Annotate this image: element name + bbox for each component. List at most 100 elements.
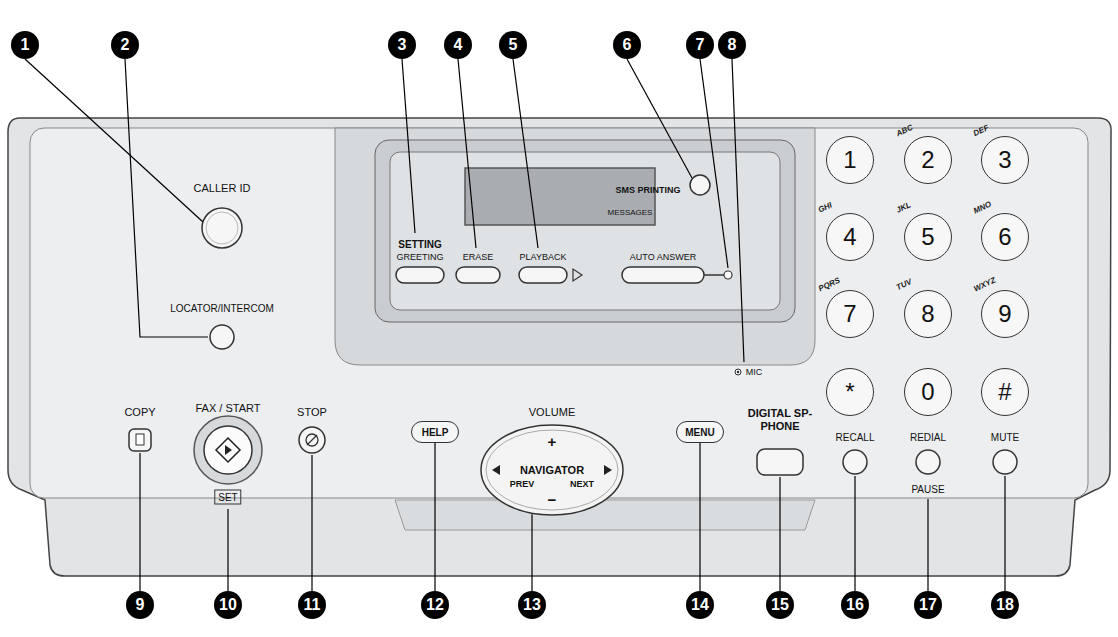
callout-number: 13 [523, 596, 541, 614]
callout-number: 7 [686, 31, 714, 59]
callout-number: 9 [126, 591, 154, 619]
callout-number: 8 [728, 36, 737, 54]
keypad-key: 9WXYZ [981, 290, 1029, 338]
button-label: MENU [685, 427, 714, 438]
key-digit: 3 [998, 148, 1011, 172]
callout-number: 6 [613, 31, 641, 59]
callout-number: 4 [444, 31, 472, 59]
key-digit: * [845, 380, 854, 404]
key-digit: 2 [921, 148, 934, 172]
callout-number: 5 [509, 36, 518, 54]
part-label: GREETING [396, 252, 443, 262]
callout-number: 17 [919, 596, 937, 614]
callout-number: 18 [996, 596, 1014, 614]
callout-number: 17 [914, 591, 942, 619]
key-digit: 8 [921, 302, 934, 326]
callout-number: 16 [846, 596, 864, 614]
callout-number: 7 [696, 36, 705, 54]
keypad-key: # [981, 368, 1029, 416]
keypad-key: 0 [904, 368, 952, 416]
callout-number: 2 [111, 31, 139, 59]
part-label: STOP [297, 406, 327, 418]
part-label: REDIAL [910, 432, 946, 443]
part-label: DIGITAL SP-PHONE [738, 407, 822, 432]
part-label: RECALL [836, 432, 875, 443]
callout-number: 10 [214, 591, 242, 619]
key-letters: PQRS [817, 276, 841, 294]
callout-number: 12 [426, 596, 444, 614]
key-letters: ABC [895, 123, 915, 138]
callout-number: 6 [623, 36, 632, 54]
callout-number: 15 [766, 591, 794, 619]
callout-number: 9 [136, 596, 145, 614]
part-label: VOLUME [529, 406, 575, 418]
callout-number: 14 [691, 596, 709, 614]
navigator-button: + NAVIGATOR PREV NEXT − [480, 424, 624, 516]
key-letters: DEF [972, 123, 990, 138]
callout-number: 2 [121, 36, 130, 54]
key-letters: TUV [895, 277, 913, 292]
leader-line [531, 514, 532, 591]
leader-line [699, 443, 700, 591]
part-label: MUTE [991, 432, 1019, 443]
part-label: PAUSE [911, 484, 944, 495]
callout-number: 16 [841, 591, 869, 619]
key-digit: # [998, 380, 1011, 404]
keypad-key: 4GHI [826, 213, 874, 261]
callout-number: 8 [718, 31, 746, 59]
part-label: SMS PRINTING [615, 185, 680, 195]
callout-number: 3 [388, 31, 416, 59]
callout-number: 15 [771, 596, 789, 614]
callout-number: 11 [298, 591, 326, 619]
pill-button: HELP [411, 421, 459, 443]
key-letters: JKL [895, 200, 913, 215]
callout-number: 1 [11, 31, 39, 59]
part-label: LOCATOR/INTERCOM [170, 303, 274, 314]
button-label: − [548, 491, 557, 508]
key-letters: MNO [972, 199, 993, 215]
callout-number: 5 [499, 31, 527, 59]
key-letters: WXYZ [972, 276, 997, 294]
button-label: NAVIGATOR [520, 464, 584, 476]
part-label: MESSAGES [608, 208, 653, 217]
part-label: COPY [124, 406, 155, 418]
button-label: HELP [422, 427, 449, 438]
keypad-key: 2ABC [904, 136, 952, 184]
keypad-key: 7PQRS [826, 290, 874, 338]
callout-number: 4 [454, 36, 463, 54]
key-digit: 1 [843, 148, 856, 172]
keypad-key: * [826, 368, 874, 416]
callout-number: 3 [398, 36, 407, 54]
key-digit: 9 [998, 302, 1011, 326]
keypad-key: 6MNO [981, 213, 1029, 261]
callout-number: 13 [518, 591, 546, 619]
callout-number: 11 [304, 596, 321, 614]
keypad-key: 5JKL [904, 213, 952, 261]
callout-number: 10 [219, 596, 237, 614]
callout-number: 14 [686, 591, 714, 619]
keypad-key: 3DEF [981, 136, 1029, 184]
part-label: SETTING [398, 239, 441, 250]
part-label: MIC [746, 367, 763, 377]
part-label: CALLER ID [194, 182, 251, 194]
key-letters: GHI [817, 200, 834, 214]
part-label: AUTO ANSWER [630, 252, 696, 262]
key-digit: 7 [843, 302, 856, 326]
keypad-key: 8TUV [904, 290, 952, 338]
key-digit: 6 [998, 225, 1011, 249]
key-digit: 0 [921, 380, 934, 404]
button-label: NEXT [570, 479, 594, 489]
callout-number: 18 [991, 591, 1019, 619]
keypad-key: 1 [826, 136, 874, 184]
callout-number: 1 [21, 36, 30, 54]
part-label: SET [214, 490, 241, 505]
part-label: FAX / START [196, 402, 261, 414]
callout-number: 12 [421, 591, 449, 619]
key-digit: 4 [843, 225, 856, 249]
pill-button: MENU [676, 421, 724, 443]
part-label: ERASE [463, 252, 494, 262]
part-label: PLAYBACK [520, 252, 567, 262]
leader-line [434, 443, 435, 591]
button-label: PREV [510, 479, 535, 489]
button-label: + [548, 433, 557, 450]
